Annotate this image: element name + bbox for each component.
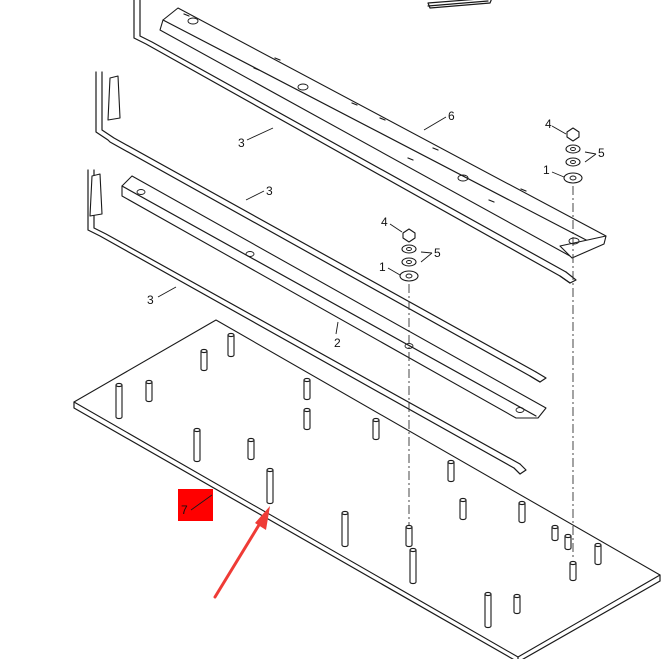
base-plate [73,319,661,659]
stud [303,407,311,431]
stud [405,524,413,548]
stud [551,524,559,542]
callout-labels: 3 3 3 2 6 4 5 1 4 5 1 [147,109,605,350]
stud [341,510,349,548]
stud [145,379,153,403]
stud [266,467,274,505]
stud [372,417,380,441]
callout-3-top: 3 [238,136,245,150]
flat-bar-2 [121,175,547,419]
callout-3-middle: 3 [266,184,273,198]
stud [569,560,577,582]
callout-4-upper: 4 [545,117,552,131]
callout-2: 2 [334,336,341,350]
callout-5-lower: 5 [434,246,441,260]
callout-1-upper: 1 [543,163,550,177]
stud [459,497,467,521]
rod-3-middle [95,71,547,383]
stud [564,533,572,551]
callout-1-lower: 1 [379,260,386,274]
stud [115,382,123,420]
callout-7: 7 [181,503,188,517]
stud [484,591,492,629]
rod-3-top [133,0,577,284]
highlight-box [178,489,213,521]
fastener-stack-lower [399,228,419,282]
callout-4-lower: 4 [381,215,388,229]
callout-5-upper: 5 [598,146,605,160]
angle-bar-6 [159,7,607,259]
red-pointer-arrow [213,506,270,599]
callout-3-lower: 3 [147,293,154,307]
stud [594,542,602,566]
stud [447,459,455,483]
fastener-stack-upper [563,127,583,184]
rod-3-lower [87,169,527,475]
stud [200,348,208,372]
stud [193,427,201,463]
stud [518,500,526,524]
callout-6: 6 [448,109,455,123]
partial-component-top [427,0,492,9]
base-plate-studs [115,332,602,629]
callout-7-highlight: 7 [178,489,213,521]
stud [247,437,255,461]
leader-lines [157,116,597,335]
stud [227,332,235,358]
stud [513,593,521,615]
stud [409,547,417,585]
stud [303,377,311,401]
